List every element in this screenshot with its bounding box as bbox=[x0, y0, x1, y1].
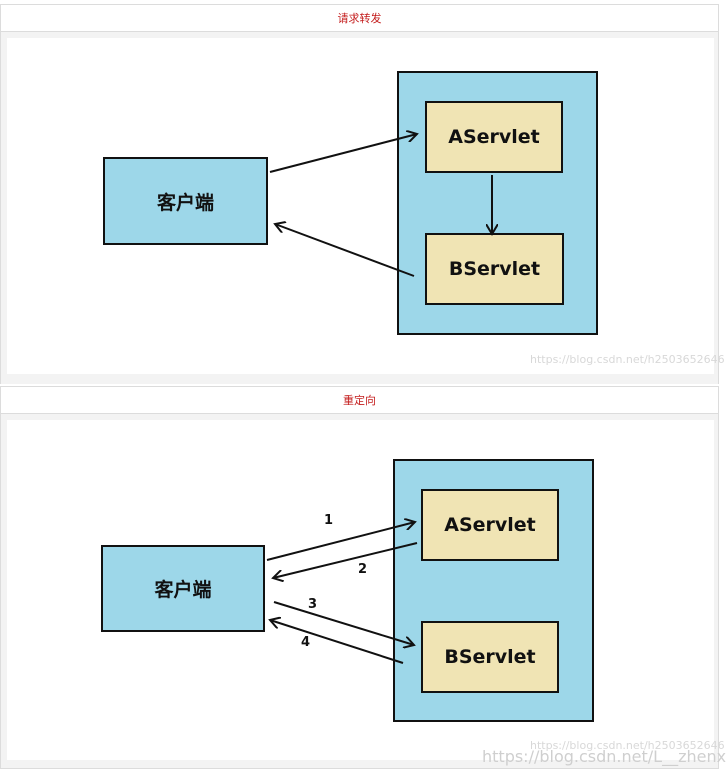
forward-request-arrow bbox=[269, 134, 417, 173]
redirect-step2-arrow bbox=[273, 542, 418, 578]
redirect-watermark-small: https://blog.csdn.net/h2503652646 bbox=[530, 739, 725, 752]
forward-response-arrow bbox=[275, 224, 415, 277]
forward-bservlet-label: BServlet bbox=[448, 258, 541, 280]
forward-bservlet-box: BServlet bbox=[425, 233, 564, 305]
forward-client-box: 客户端 bbox=[103, 157, 268, 245]
redirect-diagram-panel bbox=[0, 414, 719, 768]
redirect-step1-label: 1 bbox=[324, 513, 334, 528]
redirect-step3-arrow bbox=[273, 601, 414, 645]
forward-watermark: https://blog.csdn.net/h2503652646 bbox=[530, 353, 725, 366]
bottom-divider bbox=[0, 768, 719, 769]
redirect-watermark-large: https://blog.csdn.net/L__zhenxiang bbox=[482, 747, 726, 766]
redirect-section-header: 重定向 bbox=[0, 386, 719, 414]
redirect-step4-label: 4 bbox=[301, 635, 311, 650]
redirect-bservlet-box: BServlet bbox=[421, 621, 559, 693]
redirect-section-title: 重定向 bbox=[343, 394, 376, 407]
redirect-step1-arrow bbox=[266, 522, 415, 561]
forward-aservlet-box: AServlet bbox=[425, 101, 563, 173]
redirect-client-box: 客户端 bbox=[101, 545, 265, 632]
redirect-aservlet-label: AServlet bbox=[444, 514, 536, 536]
redirect-bservlet-label: BServlet bbox=[444, 646, 536, 668]
redirect-client-label: 客户端 bbox=[154, 579, 212, 601]
redirect-step4-arrow bbox=[270, 620, 404, 664]
forward-aservlet-label: AServlet bbox=[448, 126, 540, 148]
forward-client-label: 客户端 bbox=[156, 191, 214, 214]
redirect-step3-label: 3 bbox=[308, 597, 318, 612]
redirect-step2-label: 2 bbox=[358, 562, 368, 577]
redirect-aservlet-box: AServlet bbox=[421, 489, 559, 561]
forward-section-header: 请求转发 bbox=[0, 4, 719, 32]
forward-section-title: 请求转发 bbox=[337, 12, 382, 25]
